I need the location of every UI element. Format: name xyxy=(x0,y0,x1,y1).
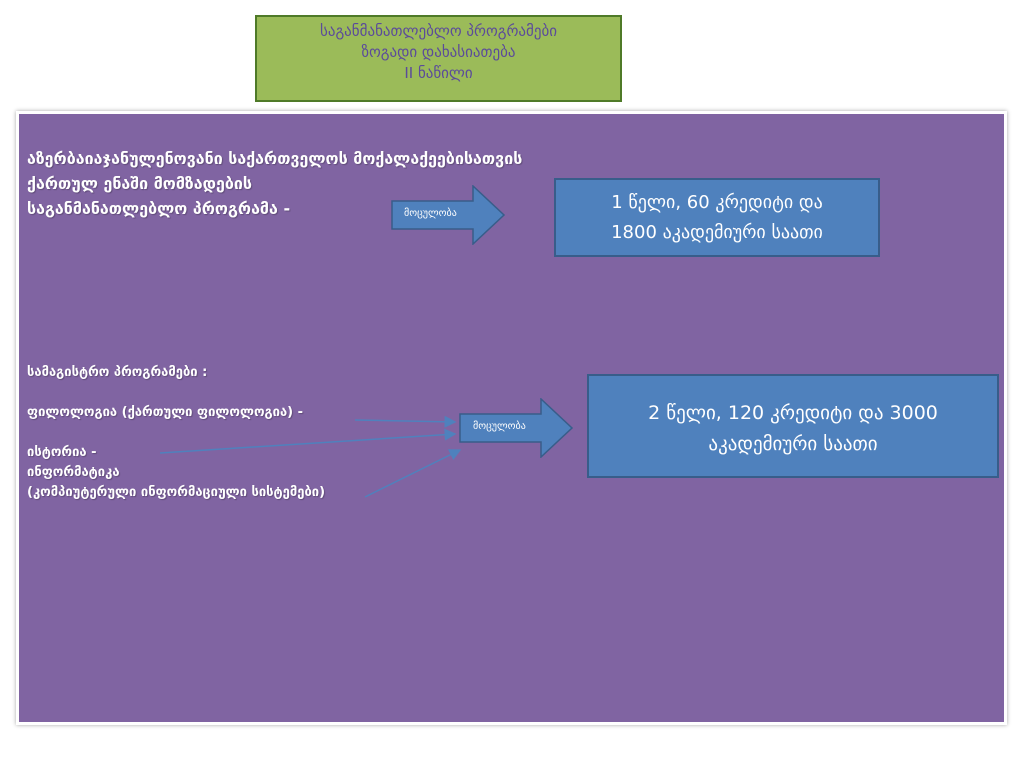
masters-item-history: ისტორია - xyxy=(27,445,97,460)
title-line-3: II ნაწილი xyxy=(404,64,473,82)
program-line-1: აზერბაიაჯანულენოვანი საქართველოს მოქალაქ… xyxy=(27,149,523,168)
title-line-1: საგანმანათლებლო პროგრამები xyxy=(319,22,558,40)
volume-box-2-line-2: აკადემიური საათი xyxy=(708,433,878,455)
volume-box-2: 2 წელი, 120 კრედიტი და 3000 აკადემიური ს… xyxy=(587,374,999,478)
volume-box-2-line-1: 2 წელი, 120 კრედიტი და 3000 xyxy=(648,402,938,424)
masters-heading: სამაგისტრო პროგრამები : xyxy=(27,365,208,380)
masters-item-philology: ფილოლოგია (ქართული ფილოლოგია) - xyxy=(27,405,304,420)
slide-title-box: საგანმანათლებლო პროგრამები ზოგადი დახასი… xyxy=(255,15,622,102)
masters-programs: სამაგისტრო პროგრამები : ფილოლოგია (ქართუ… xyxy=(27,363,325,503)
masters-item-informatics-detail: (კომპიუტერული ინფორმაციული სისტემები) xyxy=(27,485,326,500)
program-line-3: საგანმანათლებლო პროგრამა - xyxy=(27,199,291,218)
volume-box-1-line-1: 1 წელი, 60 კრედიტი და xyxy=(611,192,823,213)
volume-label-2: მოცულობა xyxy=(473,421,526,432)
connector-history xyxy=(159,428,457,454)
connector-philology xyxy=(354,415,457,428)
masters-item-informatics: ინფორმატიკა xyxy=(27,465,120,480)
volume-box-1-line-2: 1800 აკადემიური საათი xyxy=(611,222,823,243)
title-line-2: ზოგადი დახასიათება xyxy=(361,43,516,61)
volume-box-1: 1 წელი, 60 კრედიტი და 1800 აკადემიური სა… xyxy=(554,178,880,257)
right-arrow-icon xyxy=(459,398,574,458)
program-line-2: ქართულ ენაში მომზადების xyxy=(27,174,252,193)
program-description: აზერბაიაჯანულენოვანი საქართველოს მოქალაქ… xyxy=(27,146,522,221)
volume-label-1: მოცულობა xyxy=(404,208,457,219)
connector-informatics xyxy=(364,449,462,498)
right-arrow-icon xyxy=(391,185,506,245)
